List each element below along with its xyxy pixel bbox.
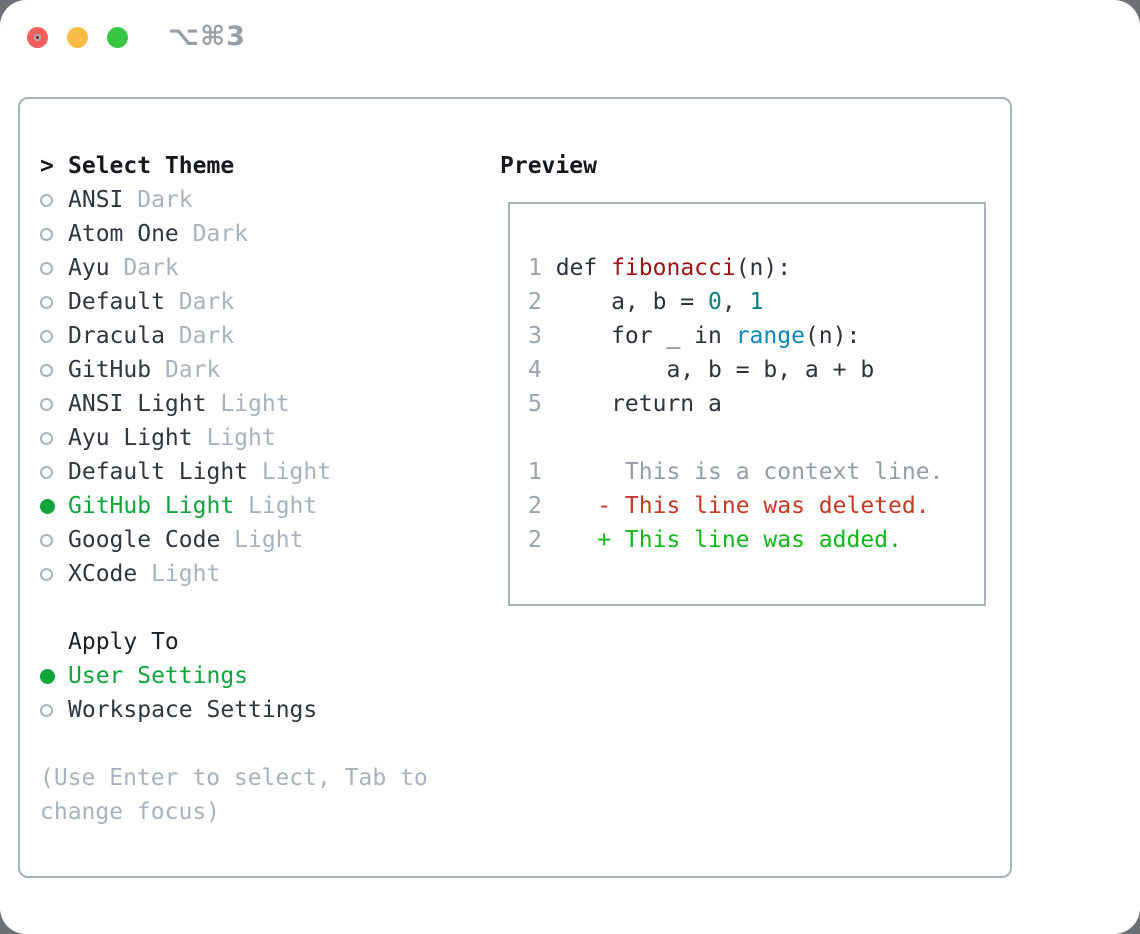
preview-label: Preview: [500, 153, 597, 179]
line-number: 2: [528, 493, 542, 519]
code-line: 4 a, b = b, a + b: [528, 353, 984, 387]
theme-option-github-light[interactable]: GitHub Light Light: [40, 489, 500, 523]
apply-option-label: User Settings: [68, 663, 249, 689]
radio-unselected-icon: [40, 567, 68, 581]
radio-selected-icon: [40, 498, 68, 514]
radio-unselected-icon: [40, 193, 68, 207]
theme-option-label: Google Code Light: [68, 527, 304, 553]
radio-unselected-icon: [40, 431, 68, 445]
line-number: 4: [528, 357, 542, 383]
line-number: 5: [528, 391, 542, 417]
theme-option-label: Ayu Light Light: [68, 425, 276, 451]
record-dot-icon: [34, 34, 41, 41]
apply-option-label: Workspace Settings: [68, 697, 318, 723]
cursor-icon: >: [40, 153, 54, 179]
preview-header: Preview: [500, 149, 1010, 183]
line-number: 1: [528, 255, 542, 281]
radio-unselected-icon: [40, 397, 68, 411]
zoom-button[interactable]: [107, 27, 128, 48]
theme-option-ansi-light[interactable]: ANSI Light Light: [40, 387, 500, 421]
radio-unselected-icon: [40, 533, 68, 547]
code-line: 2 a, b = 0, 1: [528, 285, 984, 319]
apply-to-label: Apply To: [68, 629, 179, 655]
window-shortcut-label: ⌥⌘3: [168, 21, 246, 52]
code-line: 5 return a: [528, 387, 984, 421]
keyboard-hint: (Use Enter to select, Tab to change focu…: [40, 765, 428, 825]
theme-option-label: ANSI Dark: [68, 187, 193, 213]
code-line: [528, 421, 984, 455]
line-number: 1: [528, 459, 542, 485]
line-number: 2: [528, 289, 542, 315]
close-button[interactable]: [27, 27, 48, 48]
select-theme-header: > Select Theme: [40, 149, 500, 183]
minimize-button[interactable]: [67, 27, 88, 48]
theme-option-default[interactable]: Default Dark: [40, 285, 500, 319]
radio-unselected-icon: [40, 295, 68, 309]
radio-selected-icon: [40, 668, 68, 684]
spacer: [40, 591, 500, 625]
theme-option-label: Default Light Light: [68, 459, 332, 485]
radio-unselected-icon: [40, 465, 68, 479]
radio-unselected-icon: [40, 329, 68, 343]
theme-option-atom-one[interactable]: Atom One Dark: [40, 217, 500, 251]
apply-to-header: Apply To: [40, 625, 500, 659]
theme-option-label: Dracula Dark: [68, 323, 235, 349]
theme-option-label: GitHub Dark: [68, 357, 221, 383]
theme-option-ayu[interactable]: Ayu Dark: [40, 251, 500, 285]
apply-option-user-settings[interactable]: User Settings: [40, 659, 500, 693]
line-number: 3: [528, 323, 542, 349]
radio-unselected-icon: [40, 227, 68, 241]
title-bar: ⌥⌘3: [0, 0, 1140, 97]
code-line: 1 This is a context line.: [528, 455, 984, 489]
code-line: 2 + This line was added.: [528, 523, 984, 557]
traffic-lights: [27, 27, 128, 48]
apply-option-workspace-settings[interactable]: Workspace Settings: [40, 693, 500, 727]
theme-option-google-code[interactable]: Google Code Light: [40, 523, 500, 557]
theme-option-label: Atom One Dark: [68, 221, 249, 247]
theme-option-ayu-light[interactable]: Ayu Light Light: [40, 421, 500, 455]
theme-option-label: XCode Light: [68, 561, 221, 587]
theme-option-xcode[interactable]: XCode Light: [40, 557, 500, 591]
theme-option-default-light[interactable]: Default Light Light: [40, 455, 500, 489]
theme-option-label: GitHub Light Light: [68, 493, 318, 519]
radio-unselected-icon: [40, 703, 68, 717]
code-line: 3 for _ in range(n):: [528, 319, 984, 353]
theme-option-github[interactable]: GitHub Dark: [40, 353, 500, 387]
radio-unselected-icon: [40, 363, 68, 377]
select-theme-label: Select Theme: [68, 153, 235, 179]
theme-option-label: Ayu Dark: [68, 255, 179, 281]
theme-option-dracula[interactable]: Dracula Dark: [40, 319, 500, 353]
spacer: [40, 727, 500, 761]
theme-option-label: Default Dark: [68, 289, 235, 315]
line-number: 2: [528, 527, 542, 553]
radio-unselected-icon: [40, 261, 68, 275]
code-line: 2 - This line was deleted.: [528, 489, 984, 523]
theme-option-label: ANSI Light Light: [68, 391, 290, 417]
theme-option-ansi[interactable]: ANSI Dark: [40, 183, 500, 217]
